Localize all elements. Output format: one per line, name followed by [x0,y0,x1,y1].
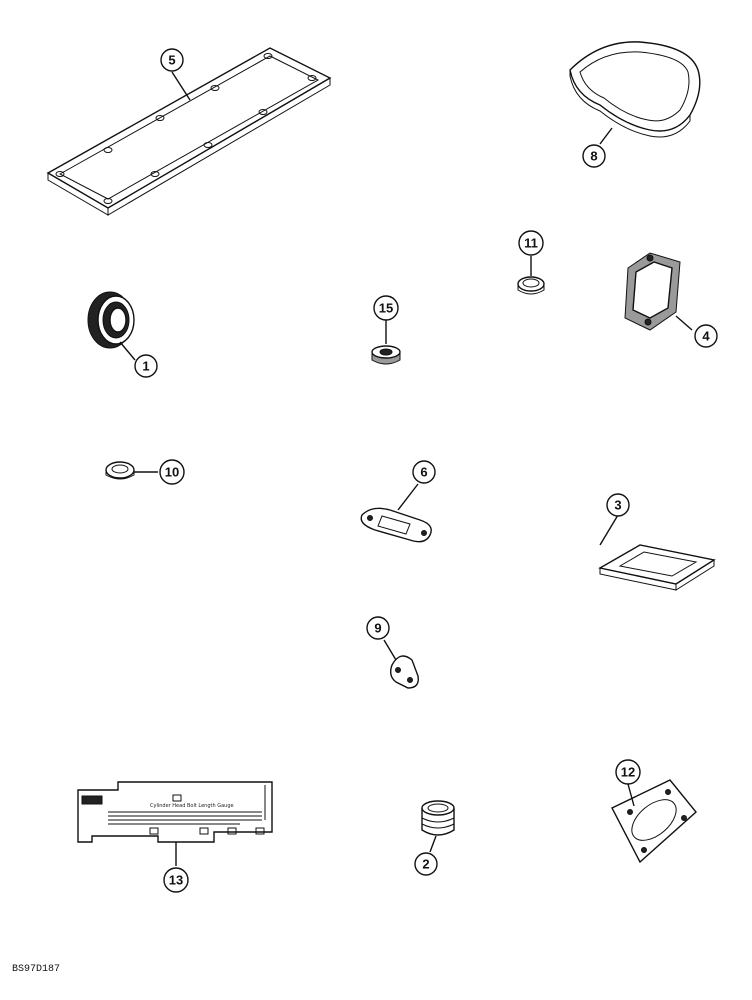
bolt-gauge-decal-part: Cylinder Head Bolt Length Gauge [77,781,273,843]
callout-6-label: 6 [420,465,427,480]
callout-2: 2 [414,852,438,876]
callout-3: 3 [606,493,630,517]
exhaust-gasket-part [598,544,716,591]
callout-3-label: 3 [614,498,621,513]
washer-part [105,461,135,480]
callout-4: 4 [694,324,718,348]
manifold-gasket-part [611,779,697,864]
callout-12-label: 12 [621,765,635,780]
callout-15-label: 15 [379,301,393,316]
callout-5-label: 5 [168,53,175,68]
callout-8-label: 8 [590,149,597,164]
sealing-washer-part [517,276,545,295]
rocker-cover-gasket-part [569,41,701,138]
callout-10: 10 [159,459,185,485]
callout-5: 5 [160,48,184,72]
decal-title: Cylinder Head Bolt Length Gauge [150,803,234,809]
callout-2-label: 2 [422,857,429,872]
clip-part [389,655,419,689]
plug-part [371,345,401,365]
callout-13-label: 13 [169,873,183,888]
callout-8: 8 [582,144,606,168]
outlet-gasket-part [624,252,681,331]
cup-plug-part [421,800,455,836]
callout-12: 12 [615,759,641,785]
leader-lines [119,71,693,866]
callout-1: 1 [134,354,158,378]
callout-4-label: 4 [702,329,710,344]
callout-15: 15 [373,295,399,321]
callout-1-label: 1 [142,359,149,374]
oil-seal-part [87,291,135,349]
callout-9-label: 9 [374,621,381,636]
callout-6: 6 [412,460,436,484]
callout-10-label: 10 [165,465,179,480]
valve-cover-gasket-part [46,47,332,216]
callout-11-label: 11 [524,236,538,251]
callout-11: 11 [518,230,544,256]
callout-9: 9 [366,616,390,640]
callout-13: 13 [163,867,189,893]
figure-id: BS97D187 [12,964,61,975]
flange-gasket-part [360,507,432,543]
